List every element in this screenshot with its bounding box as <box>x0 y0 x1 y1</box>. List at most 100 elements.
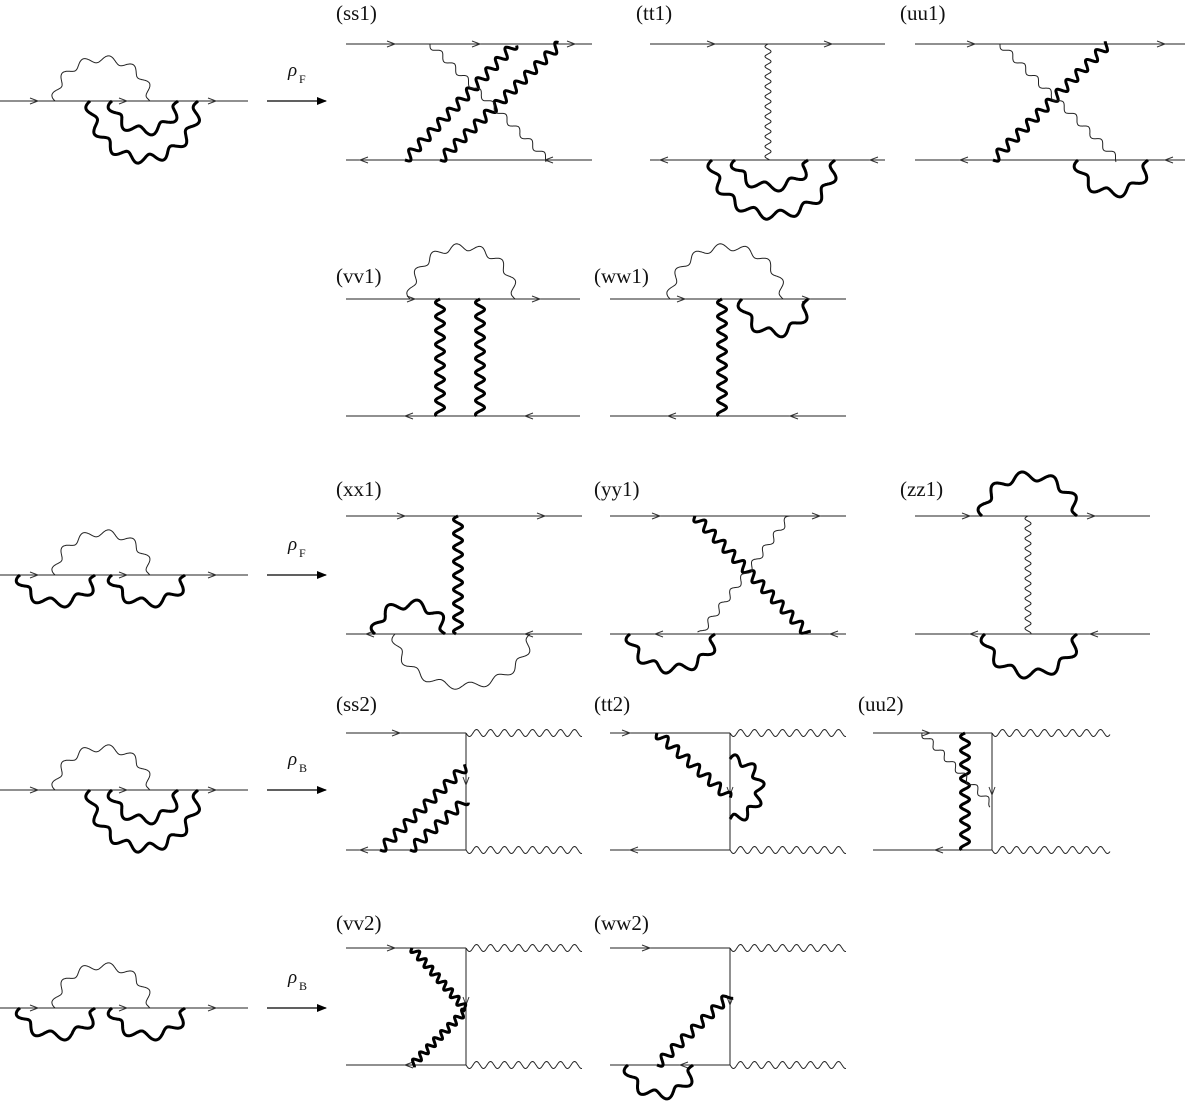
thin-wavy-line <box>1024 515 1032 635</box>
source-diagram-4 <box>0 962 248 1042</box>
thin-wavy-line <box>465 845 583 855</box>
propagator-arrow <box>811 512 822 520</box>
propagator-arrow <box>961 512 972 520</box>
propagator-arrow <box>653 630 664 638</box>
diagram-label-ww1: (ww1) <box>594 264 649 288</box>
diagram-label-zz1: (zz1) <box>900 477 943 501</box>
propagator-arrow <box>118 786 129 794</box>
propagator-arrow <box>933 846 944 854</box>
rho-subscript-row3: F <box>299 546 306 560</box>
rho-arrow-row5: ρ B <box>267 967 327 1012</box>
propagator-arrow <box>706 40 717 48</box>
propagator-arrow <box>386 944 397 952</box>
propagator-arrow <box>396 512 407 520</box>
thick-wavy-arc <box>106 1006 186 1042</box>
propagator-arrow <box>988 786 996 797</box>
rho-subscript-row5: B <box>299 979 307 993</box>
thin-wavy-line <box>429 44 547 163</box>
propagator-arrow <box>207 1004 218 1012</box>
thick-wavy-arc <box>976 470 1078 518</box>
source-diagram-3 <box>0 744 248 854</box>
thin-wavy-arc <box>406 243 517 300</box>
diagram-yy1 <box>610 512 846 675</box>
thick-wavy-arc <box>736 297 809 339</box>
diagram-uu2 <box>873 728 1111 855</box>
propagator-arrow <box>651 512 662 520</box>
propagator-arrow <box>391 729 402 737</box>
propagator-arrow <box>118 1004 129 1012</box>
diagram-uu1 <box>915 40 1185 199</box>
source-diagram-2 <box>0 529 248 609</box>
thick-wavy-line <box>473 297 487 418</box>
propagator-arrow <box>958 156 969 164</box>
propagator-arrow <box>406 295 417 303</box>
thick-wavy-arc <box>706 158 838 221</box>
thick-wavy-line <box>958 731 972 852</box>
propagator-arrow <box>543 156 554 164</box>
propagator-arrow <box>641 944 652 952</box>
rho-symbol-row5: ρ <box>287 967 297 988</box>
thin-wavy-line <box>729 728 847 738</box>
propagator-arrow <box>676 295 687 303</box>
propagator-arrow <box>828 630 839 638</box>
diagram-tt1 <box>650 40 885 221</box>
propagator-arrow <box>29 571 40 579</box>
thin-wavy-arc <box>51 744 151 791</box>
thick-wavy-arc <box>14 1006 96 1042</box>
thick-wavy-line <box>692 515 811 635</box>
thick-wavy-line <box>404 45 519 163</box>
thin-wavy-line <box>729 1060 847 1070</box>
diagram-vv2 <box>346 943 583 1070</box>
thick-wavy-line <box>410 1007 467 1068</box>
propagator-arrow <box>29 1004 40 1012</box>
propagator-arrow <box>207 571 218 579</box>
thick-wavy-arc <box>1072 158 1149 199</box>
rho-arrow-row3: ρ F <box>267 534 327 579</box>
propagator-arrow <box>29 786 40 794</box>
rho-symbol-row1: ρ <box>287 60 297 81</box>
propagator-arrow <box>1156 40 1167 48</box>
thick-wavy-line <box>656 994 734 1068</box>
thin-wavy-line <box>991 845 1111 855</box>
thick-wavy-arc <box>84 788 202 854</box>
rho-subscript-row1: F <box>299 72 306 86</box>
thick-wavy-line <box>379 763 468 853</box>
thick-wavy-arc <box>369 598 446 636</box>
diagram-label-xx1: (xx1) <box>336 477 382 501</box>
rho-arrow-row4: ρ B <box>267 749 327 794</box>
thick-wavy-arc <box>622 1063 694 1101</box>
thin-wavy-line <box>465 728 583 738</box>
propagator-arrow <box>118 571 129 579</box>
rho-arrow-row1: ρ F <box>267 60 327 105</box>
propagator-arrow <box>358 846 369 854</box>
diagram-label-vv2: (vv2) <box>336 911 382 935</box>
thin-wavy-line <box>465 1060 583 1070</box>
diagram-label-ww2: (ww2) <box>594 911 649 935</box>
thick-wavy-arc <box>979 632 1078 680</box>
thin-wavy-arc <box>666 243 784 300</box>
rho-symbol-row3: ρ <box>287 534 297 555</box>
diagram-vv1 <box>346 243 580 420</box>
thick-wavy-line <box>992 41 1110 163</box>
thin-wavy-arc <box>51 529 151 576</box>
rho-symbol-row4: ρ <box>287 749 297 770</box>
propagator-arrow <box>403 1061 414 1069</box>
source-diagram-1 <box>0 55 248 165</box>
propagator-arrow <box>1086 512 1097 520</box>
diagram-zz1 <box>915 470 1150 680</box>
thick-wavy-arc <box>729 158 809 193</box>
thick-wavy-line <box>409 800 470 853</box>
propagator-arrow <box>966 40 977 48</box>
propagator-arrow <box>29 97 40 105</box>
thin-wavy-line <box>764 43 772 161</box>
thick-wavy-arc <box>14 573 96 609</box>
propagator-arrow <box>462 776 470 787</box>
diagram-ss1 <box>346 40 592 164</box>
propagator-arrow <box>386 40 397 48</box>
thick-wavy-arc <box>106 788 179 826</box>
propagator-arrow <box>207 786 218 794</box>
diagram-label-tt1: (tt1) <box>636 1 672 25</box>
diagram-label-uu2: (uu2) <box>858 692 904 716</box>
diagram-ww2 <box>610 943 847 1101</box>
